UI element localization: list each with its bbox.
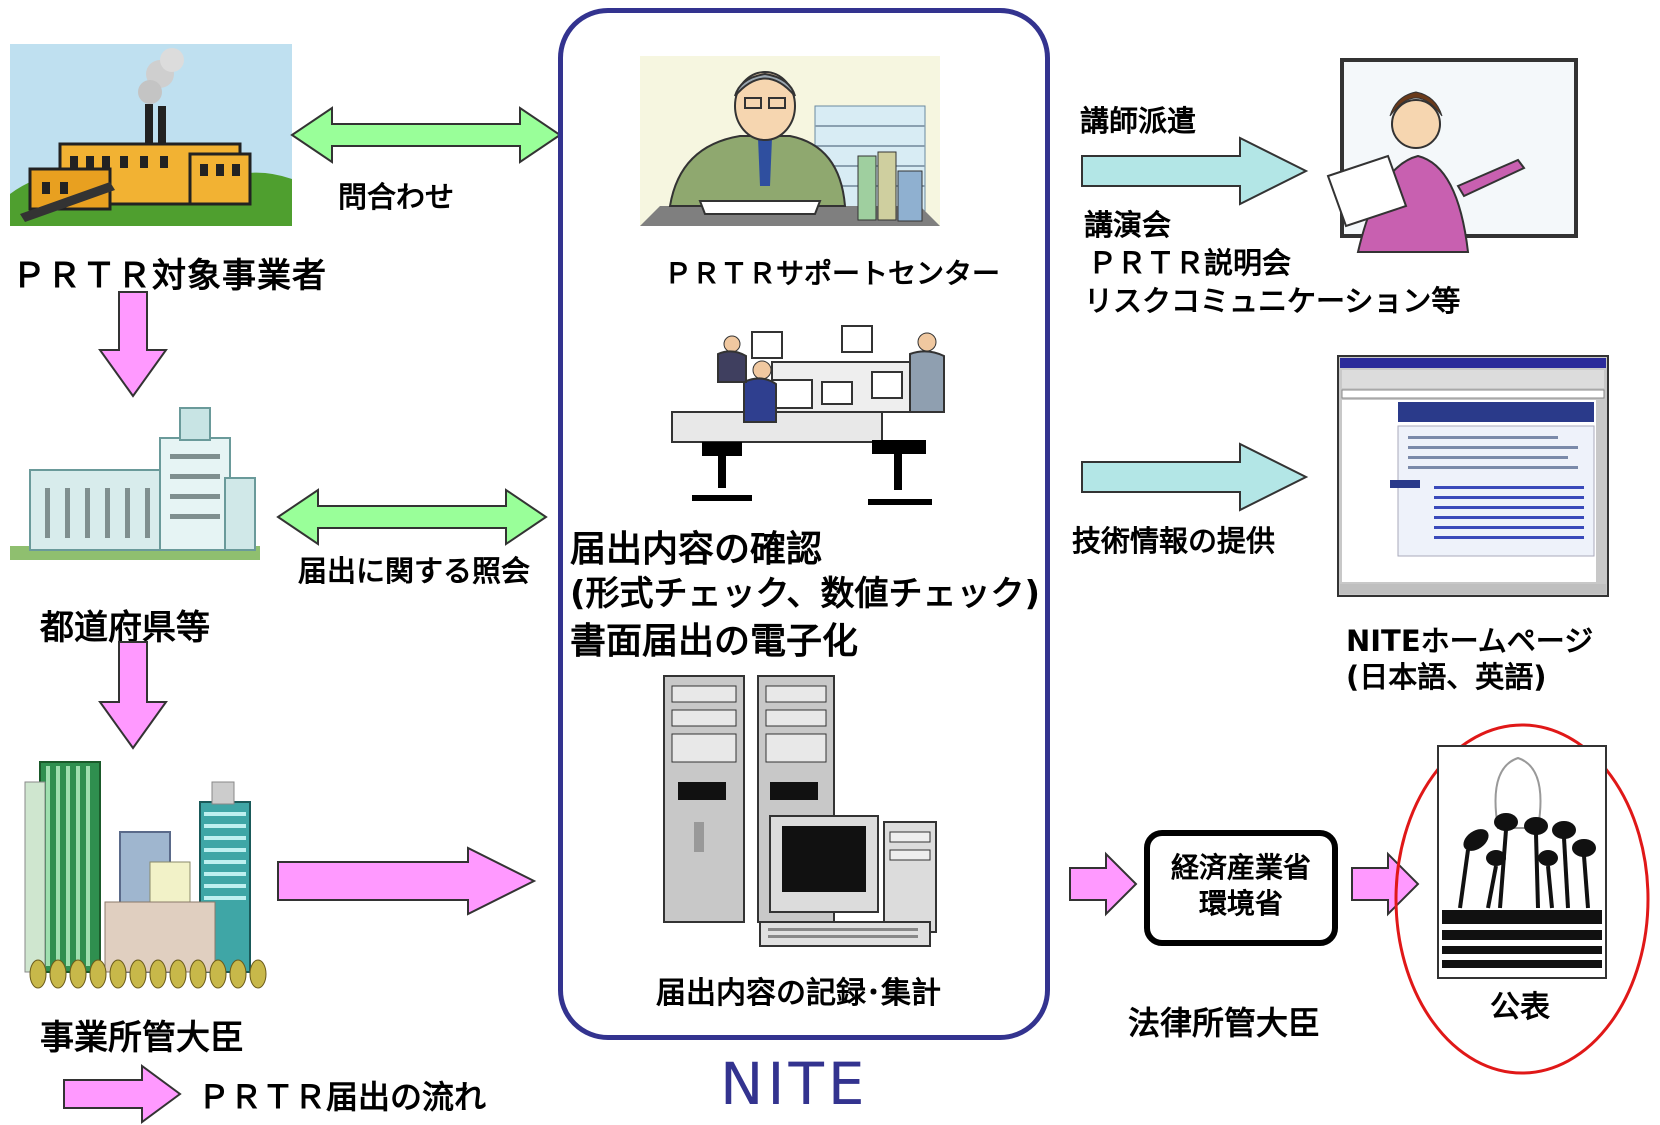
publication-illustration	[1394, 723, 1650, 1075]
factory-illustration	[10, 44, 292, 226]
nite-container	[558, 8, 1050, 1040]
factory-label: ＰＲＴＲ対象事業者	[12, 256, 327, 296]
homepage-line-1: NITEホームページ	[1346, 624, 1594, 658]
check-line-3: 書面届出の電子化	[570, 621, 859, 662]
inquiry-label: 問合わせ	[338, 180, 455, 214]
record-label: 届出内容の記録･集計	[656, 976, 941, 1011]
ministry-line-2: 環境省	[1198, 887, 1283, 920]
city-buildings-illustration	[24, 761, 267, 989]
lecturer-label: 講師派遣	[1080, 104, 1197, 138]
lecturer-illustration	[1326, 58, 1578, 253]
office-workers-illustration	[671, 325, 945, 505]
tech-info-label: 技術情報の提供	[1072, 524, 1276, 558]
ministry-box: 経済産業省 環境省	[1144, 830, 1338, 946]
minister-label: 事業所管大臣	[40, 1018, 244, 1058]
nite-label: NITE	[720, 1050, 869, 1118]
support-center-illustration	[640, 56, 940, 226]
tech-info-arrow	[1081, 442, 1309, 512]
support-center-label: ＰＲＴＲサポートセンター	[664, 257, 1001, 290]
law-minister-label: 法律所管大臣	[1128, 1004, 1321, 1042]
inquiry-double-arrow	[290, 106, 562, 164]
flow-arrow-down-1	[98, 291, 168, 398]
notification-inquiry-label: 届出に関する照会	[298, 554, 531, 588]
computers-illustration	[663, 675, 937, 947]
legend-flow-arrow	[63, 1064, 182, 1124]
flow-arrow-to-ministry	[1069, 851, 1138, 917]
homepage-screenshot-illustration	[1337, 355, 1609, 597]
events-line-2: ＰＲＴＲ説明会	[1088, 246, 1292, 280]
prefecture-building-illustration	[10, 407, 260, 560]
publication-label: 公表	[1490, 990, 1550, 1025]
lecturer-arrow	[1081, 136, 1309, 206]
events-line-1: 講演会	[1084, 208, 1172, 242]
notification-inquiry-double-arrow	[276, 488, 548, 546]
homepage-line-2: (日本語、英語)	[1346, 660, 1547, 694]
ministry-line-1: 経済産業省	[1170, 851, 1311, 884]
flow-arrow-down-2	[98, 641, 168, 750]
check-line-1: 届出内容の確認	[570, 529, 823, 570]
legend-flow-label: ＰＲＴＲ届出の流れ	[198, 1078, 487, 1116]
events-line-3: リスクコミュニケーション等	[1084, 284, 1461, 318]
flow-arrow-to-publication	[1351, 851, 1420, 917]
flow-arrow-to-nite	[277, 846, 537, 916]
check-line-2: (形式チェック、数値チェック)	[570, 574, 1041, 614]
